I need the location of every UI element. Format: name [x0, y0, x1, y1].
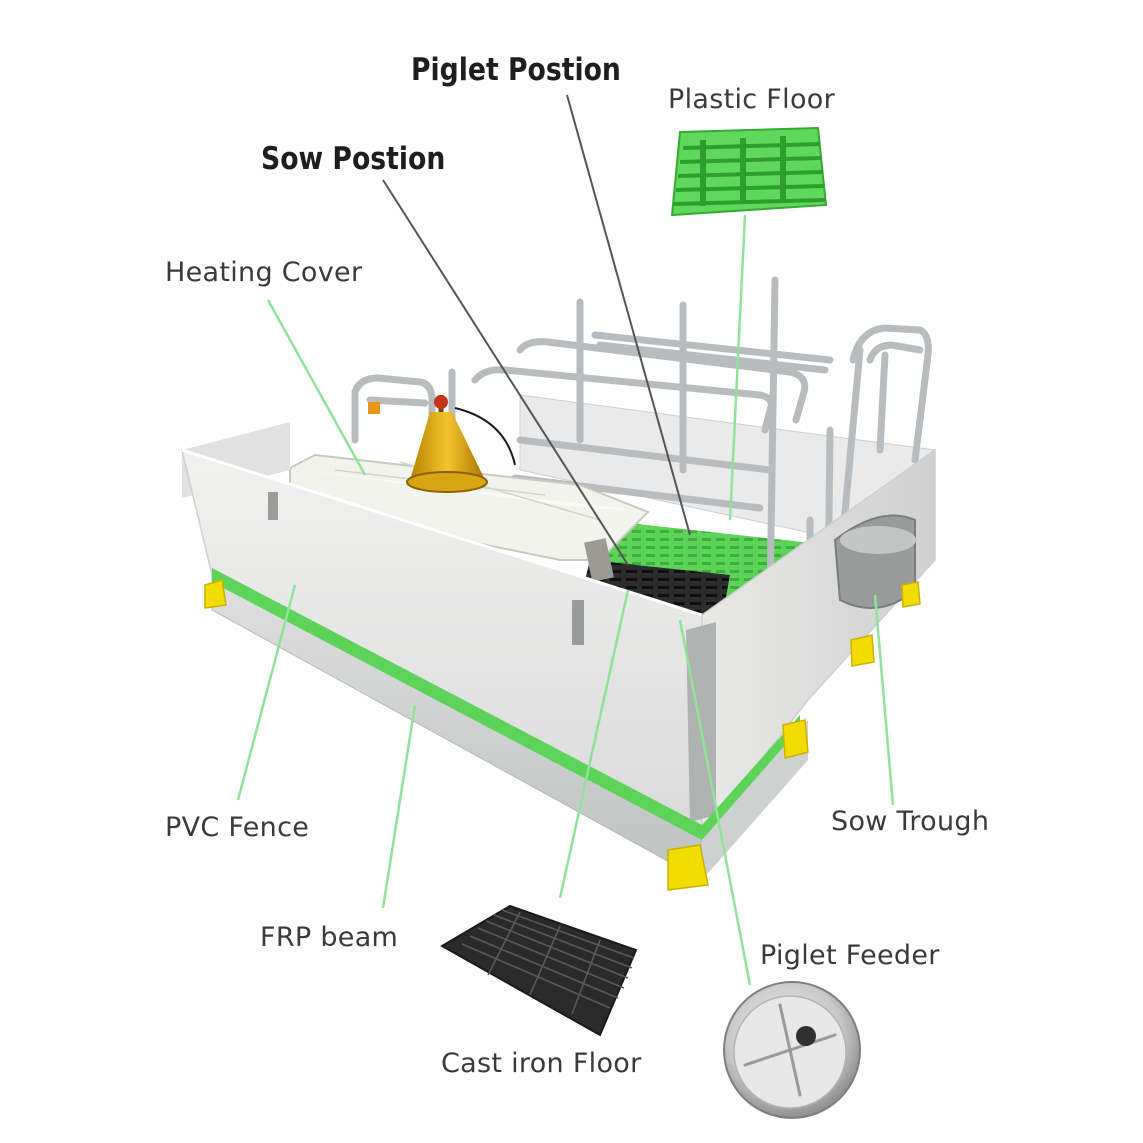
leader-lines: [236, 94, 895, 986]
leader-piglet-position: [566, 94, 691, 536]
label-cast-iron-floor: Cast iron Floor: [441, 1048, 642, 1079]
leader-heating-cover: [266, 299, 367, 476]
cast-iron-floor-inset: [439, 904, 638, 1037]
leader-piglet-feeder: [678, 619, 752, 986]
piglet-feeder-inset: [723, 981, 861, 1119]
leader-sow-position: [382, 179, 629, 566]
yellow-feet: [204, 579, 921, 891]
label-sow-position: Sow Postion: [261, 141, 446, 177]
label-frp-beam: FRP beam: [260, 922, 399, 953]
crate-assembly: [180, 276, 936, 891]
leader-cast-iron-floor: [558, 589, 630, 899]
leader-plastic-floor: [728, 214, 747, 521]
label-sow-trough: Sow Trough: [831, 806, 990, 837]
label-piglet-position: Piglet Postion: [411, 52, 621, 88]
steel-corner-post: [686, 622, 716, 822]
frp-beam-right: [702, 720, 808, 880]
leader-sow-trough: [873, 594, 895, 806]
sow-trough-body: [833, 514, 916, 609]
heating-lamp: [368, 395, 516, 493]
label-pvc-fence: PVC Fence: [165, 812, 310, 843]
green-slat-strip: [212, 568, 702, 840]
leader-frp-beam: [381, 704, 417, 909]
label-plastic-floor: Plastic Floor: [668, 84, 835, 115]
label-heating-cover: Heating Cover: [165, 257, 363, 288]
leader-pvc-fence: [236, 584, 297, 801]
plastic-floor-inset: [670, 126, 828, 217]
label-piglet-feeder: Piglet Feeder: [760, 940, 940, 971]
